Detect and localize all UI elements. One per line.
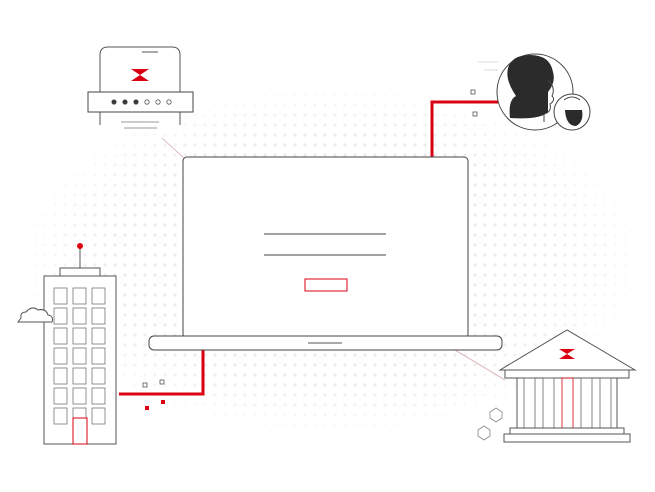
pin-entry-panel bbox=[87, 91, 194, 113]
office-window bbox=[53, 347, 68, 365]
laptop bbox=[148, 156, 503, 351]
office-window bbox=[53, 387, 68, 405]
office-window bbox=[72, 387, 87, 405]
office-window bbox=[91, 367, 106, 385]
pin-dot-empty bbox=[155, 99, 161, 105]
office-window bbox=[91, 287, 106, 305]
decorative-hexagons bbox=[477, 407, 503, 441]
office-window bbox=[53, 327, 68, 345]
pin-dot-filled bbox=[122, 99, 128, 105]
phone bbox=[87, 46, 194, 129]
pin-dot-empty bbox=[144, 99, 150, 105]
office-window bbox=[72, 307, 87, 325]
bank-building-icon bbox=[498, 329, 637, 443]
user-faces-icon bbox=[496, 53, 591, 131]
pin-dot-filled bbox=[111, 99, 117, 105]
connector-squares bbox=[142, 89, 478, 410]
thin-connector-lines bbox=[161, 137, 506, 381]
bank-hsbc-logo-icon bbox=[559, 349, 575, 359]
connector-lines bbox=[119, 100, 512, 396]
office-window bbox=[72, 287, 87, 305]
office-window bbox=[53, 287, 68, 305]
office-window bbox=[91, 327, 106, 345]
office-window bbox=[53, 407, 68, 425]
pin-dots bbox=[111, 99, 172, 105]
phone-hsbc-logo-icon bbox=[131, 69, 149, 81]
pin-dot-filled bbox=[133, 99, 139, 105]
form-submit-button bbox=[304, 278, 348, 292]
office-window bbox=[91, 407, 106, 425]
pin-dot-empty bbox=[166, 99, 172, 105]
office-window bbox=[91, 387, 106, 405]
office-window bbox=[91, 347, 106, 365]
office-window bbox=[53, 367, 68, 385]
login-form bbox=[264, 233, 386, 292]
office-building-icon bbox=[43, 243, 117, 445]
laptop-screen bbox=[182, 156, 469, 339]
cloud-icon bbox=[17, 307, 53, 323]
office-window bbox=[91, 307, 106, 325]
office-window bbox=[72, 367, 87, 385]
office-door bbox=[72, 417, 88, 445]
office-window bbox=[72, 347, 87, 365]
office-window bbox=[72, 327, 87, 345]
office-window bbox=[53, 307, 68, 325]
